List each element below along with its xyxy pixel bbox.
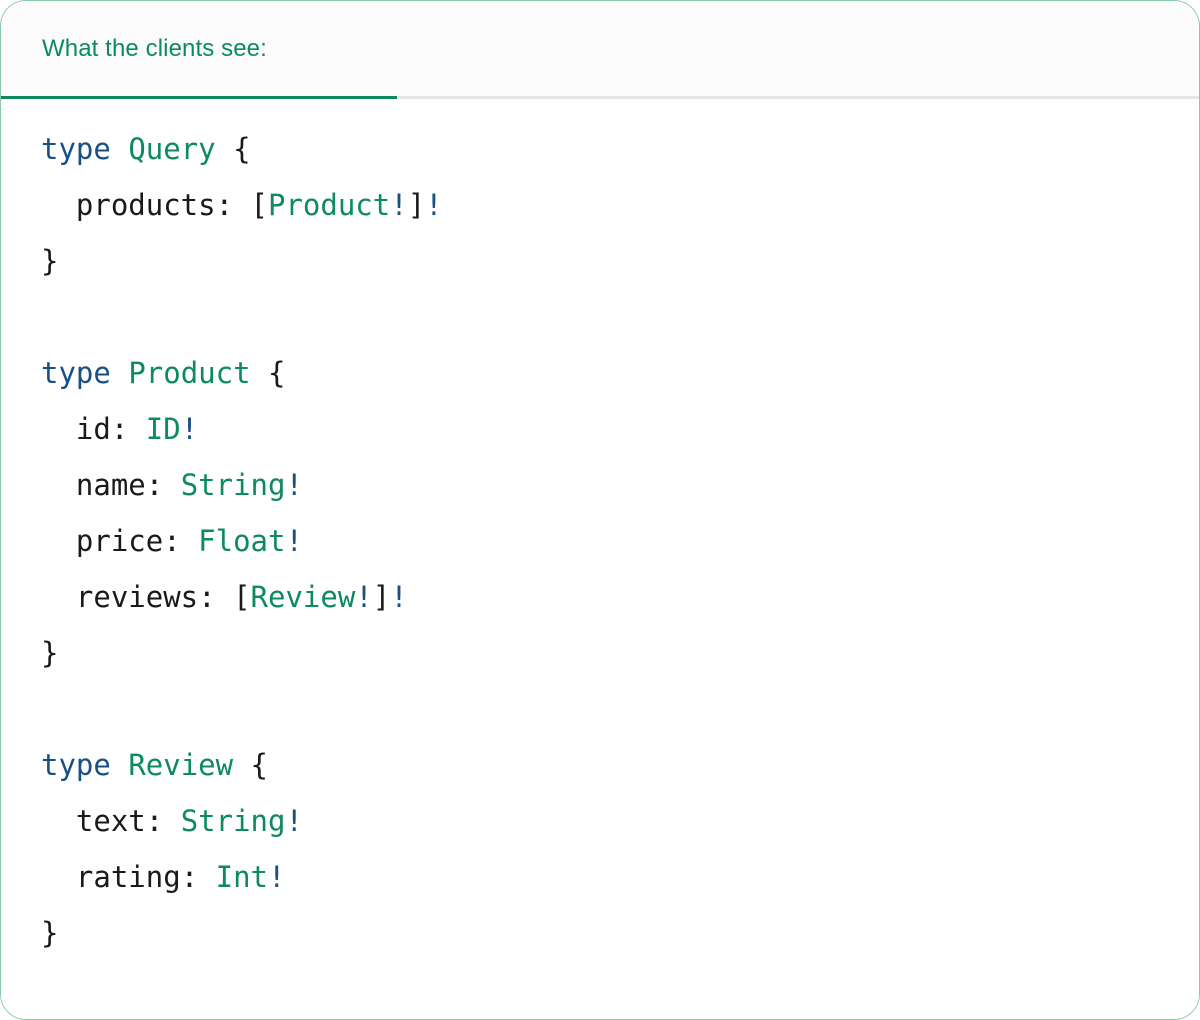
code-token-type: Review — [250, 580, 356, 614]
code-token-type: Query — [128, 132, 216, 166]
code-indent — [41, 524, 76, 558]
tab-label: What the clients see: — [42, 34, 267, 62]
code-token-name: name — [75, 468, 146, 502]
code-token-punc: } — [41, 636, 59, 670]
code-line: type Review { — [41, 737, 1199, 793]
code-line: } — [41, 905, 1199, 961]
code-token-type: String — [180, 804, 286, 838]
code-token-type: Float — [198, 524, 286, 558]
code-token-name: rating — [75, 860, 181, 894]
code-token-punc — [216, 132, 233, 166]
code-indent — [41, 804, 76, 838]
code-token-kw: type — [41, 132, 111, 166]
code-line: text: String! — [41, 793, 1199, 849]
code-blank-line — [41, 681, 1199, 737]
code-line: } — [41, 625, 1199, 681]
code-token-punc: [ — [233, 580, 251, 614]
code-token-bang: ! — [285, 524, 303, 558]
code-line: } — [41, 233, 1199, 289]
code-token-punc: [ — [250, 188, 268, 222]
code-indent — [41, 860, 76, 894]
code-token-bang: ! — [390, 188, 408, 222]
code-token-name: text — [75, 804, 146, 838]
code-line: name: String! — [41, 457, 1199, 513]
code-token-punc: ] — [407, 188, 426, 222]
code-line: reviews: [Review!]! — [41, 569, 1199, 625]
code-line: type Query { — [41, 121, 1199, 177]
code-token-kw: type — [41, 356, 111, 390]
code-token-punc — [111, 748, 128, 782]
code-token-bang: ! — [355, 580, 373, 614]
code-indent — [41, 412, 76, 446]
code-token-bang: ! — [390, 580, 408, 614]
code-token-name: reviews — [75, 580, 199, 614]
code-token-type: Product — [268, 188, 391, 222]
code-area: type Query { products: [Product!]! } typ… — [1, 99, 1199, 1018]
code-token-name: price — [75, 524, 164, 558]
code-token-kw: type — [41, 748, 111, 782]
code-token-type: ID — [145, 412, 181, 446]
code-blank-line — [41, 289, 1199, 345]
code-token-punc: { — [250, 748, 269, 782]
code-token-punc: { — [268, 356, 286, 390]
code-line: products: [Product!]! — [41, 177, 1199, 233]
code-token-punc: ] — [372, 580, 391, 614]
code-token-punc: : — [180, 860, 216, 894]
code-token-bang: ! — [285, 468, 303, 502]
code-token-punc — [111, 132, 128, 166]
code-token-punc — [111, 356, 128, 390]
code-token-punc: : — [110, 412, 146, 446]
code-token-type: Review — [128, 748, 234, 782]
code-token-punc — [251, 356, 268, 390]
code-token-punc: : — [145, 468, 181, 502]
code-token-name: products — [75, 188, 216, 222]
code-indent — [41, 580, 76, 614]
code-token-punc: } — [41, 244, 59, 278]
code-token-bang: ! — [180, 412, 199, 446]
code-indent — [41, 188, 76, 222]
code-token-bang: ! — [268, 860, 286, 894]
code-token-bang: ! — [425, 188, 443, 222]
code-token-type: Int — [215, 860, 268, 894]
code-token-punc: } — [41, 916, 59, 950]
tab-bar: What the clients see: — [1, 1, 1199, 99]
code-token-bang: ! — [285, 804, 303, 838]
code-token-name: id — [75, 412, 111, 446]
code-line: id: ID! — [41, 401, 1199, 457]
code-token-type: String — [180, 468, 286, 502]
code-indent — [41, 468, 76, 502]
code-line: type Product { — [41, 345, 1199, 401]
code-line: rating: Int! — [41, 849, 1199, 905]
code-token-type: Product — [128, 356, 251, 390]
code-token-punc: { — [233, 132, 251, 166]
code-token-punc — [233, 748, 250, 782]
code-line: price: Float! — [41, 513, 1199, 569]
code-token-punc: : — [145, 804, 181, 838]
code-token-punc: : — [198, 580, 234, 614]
code-token-punc: : — [163, 524, 199, 558]
tab-what-the-clients-see[interactable]: What the clients see: — [1, 1, 397, 99]
graphql-schema-code[interactable]: type Query { products: [Product!]! } typ… — [1, 121, 1199, 961]
code-token-punc: : — [215, 188, 251, 222]
